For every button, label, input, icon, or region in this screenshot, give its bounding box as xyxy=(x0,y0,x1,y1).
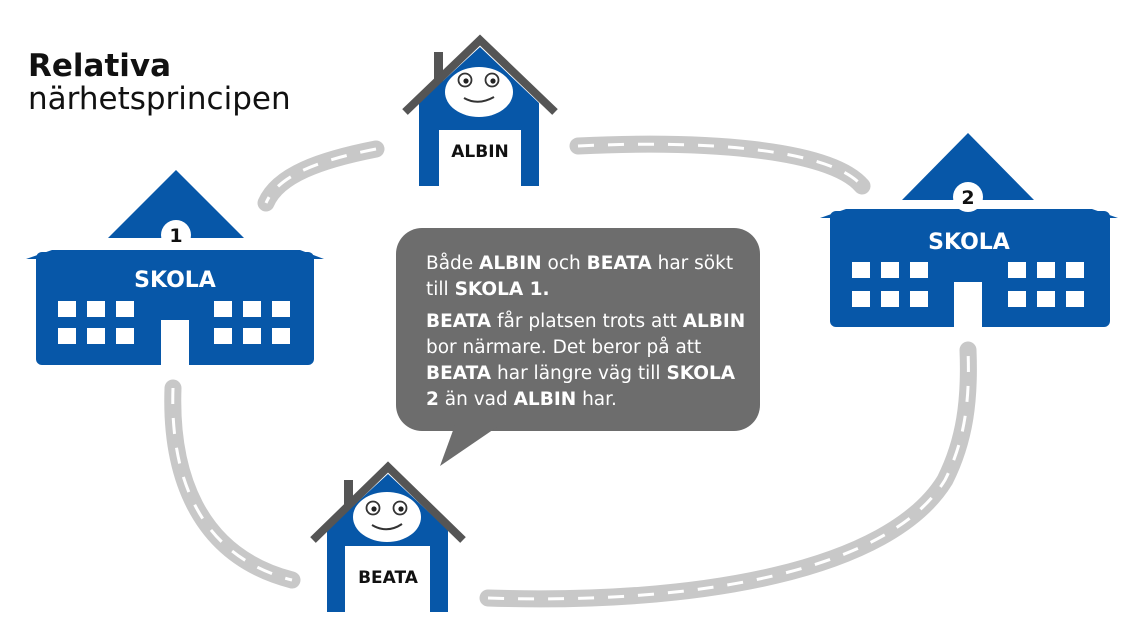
bubble-text-run: BEATA xyxy=(426,311,492,332)
albin-smile xyxy=(463,96,495,103)
school-2-label: SKOLA xyxy=(928,230,1010,255)
house-albin-label: ALBIN xyxy=(451,142,509,162)
school-1: 1 SKOLA xyxy=(26,170,324,365)
bubble-text-run: ALBIN xyxy=(513,389,577,410)
bubble-text-run: BEATA xyxy=(586,253,652,274)
bubble-text-run: Både xyxy=(426,253,480,274)
bubble-text-run: har längre väg till xyxy=(491,363,667,384)
bubble-text-run: ALBIN xyxy=(479,253,542,274)
bubble-text-run: SKOLA 1. xyxy=(454,279,550,300)
school-1-label: SKOLA xyxy=(134,268,216,293)
diagram-title: Relativa närhetsprincipen xyxy=(28,50,291,115)
speech-bubble-text: Både ALBIN och BEATA har sökt till SKOLA… xyxy=(426,251,746,419)
road-beata-to-school-2 xyxy=(479,341,977,608)
school-1-windows xyxy=(58,301,290,344)
albin-chimney xyxy=(434,52,443,92)
school-1-door xyxy=(161,320,189,365)
bubble-text-run: har. xyxy=(576,389,617,410)
school-1-number: 1 xyxy=(169,225,182,247)
bubble-text-run: ALBIN xyxy=(682,311,746,332)
school-2-number: 2 xyxy=(961,187,974,209)
bubble-paragraph-2: BEATA får platsen trots att ALBIN bor nä… xyxy=(426,309,746,413)
school-2-door xyxy=(954,282,982,327)
beata-smile xyxy=(371,523,403,531)
speech-bubble xyxy=(396,228,760,466)
bubble-text-run: har sökt till xyxy=(426,253,734,300)
house-beata-label: BEATA xyxy=(358,568,419,588)
albin-face xyxy=(445,67,513,117)
beata-face xyxy=(353,492,421,542)
road-beata-to-school-1 xyxy=(164,379,301,589)
title-line-1: Relativa xyxy=(28,48,172,84)
roads xyxy=(164,135,977,608)
title-line-2: närhetsprincipen xyxy=(28,80,291,117)
albin-eyes xyxy=(457,72,500,88)
house-beata: BEATA xyxy=(310,461,466,612)
school-2-windows xyxy=(852,262,1084,307)
bubble-text-run: än vad xyxy=(438,389,514,410)
bubble-text-run: bor närmare. Det beror på att xyxy=(426,337,702,358)
bubble-text-run: får platsen trots att xyxy=(491,311,683,332)
road-albin-to-school-2 xyxy=(569,135,871,195)
house-albin: ALBIN xyxy=(402,34,558,186)
bubble-text-run: BEATA xyxy=(426,363,492,384)
road-albin-to-school-1 xyxy=(257,140,385,212)
bubble-text-run: och xyxy=(541,253,587,274)
bubble-paragraph-1: Både ALBIN och BEATA har sökt till SKOLA… xyxy=(426,251,746,303)
school-2: 2 SKOLA xyxy=(820,133,1118,327)
beata-eyes xyxy=(365,500,408,516)
bubble-text-run: SKOLA 2 xyxy=(426,363,736,410)
